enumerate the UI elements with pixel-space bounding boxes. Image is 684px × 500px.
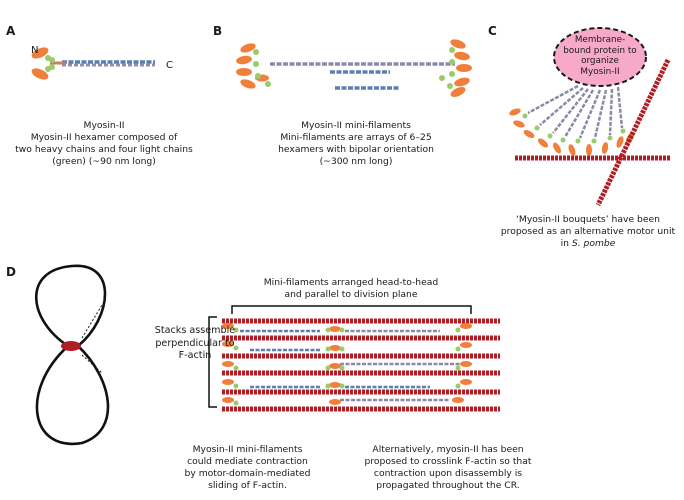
caption-b-title: Myosin-II mini-filaments <box>301 120 411 131</box>
caption-d-right-line: proposed to crosslink F-actin so that <box>364 456 532 467</box>
caption-b: Myosin-II mini-filaments Mini-filaments … <box>234 120 478 168</box>
membrane-line: Myosin-II <box>580 66 620 77</box>
caption-d-left-line: could mediate contraction <box>187 456 308 467</box>
caption-d-left-line: Myosin-II mini-filaments <box>192 444 303 455</box>
caption-b-line: Mini-filaments are arrays of 6–25 <box>280 132 432 143</box>
left-bracket <box>208 316 217 408</box>
myosin-bouquet-icon <box>509 27 671 207</box>
caption-d-right-line: Alternatively, myosin-II has been <box>372 444 524 455</box>
n-terminus-label: N <box>31 45 39 56</box>
top-bracket <box>231 305 472 314</box>
membrane-line: bound protein to <box>563 45 637 56</box>
panel-label-c: C <box>488 24 497 38</box>
panel-label-a: A <box>6 24 16 38</box>
species-name: S. pombe <box>571 238 616 249</box>
membrane-protein-label: Membrane- bound protein to organize Myos… <box>555 35 645 77</box>
caption-a-line: two heavy chains and four light chains <box>15 144 193 155</box>
myosin-hexamer-icon <box>31 47 155 80</box>
caption-c-line: in S. pombe <box>560 238 616 249</box>
membrane-protein-ellipse <box>553 27 647 87</box>
stacks-line: F-actin <box>178 350 212 361</box>
caption-b-line: (~300 nm long) <box>319 156 393 167</box>
caption-d-right-line: contraction upon disassembly is <box>373 468 523 479</box>
stacks-line: Stacks assemble <box>154 325 236 336</box>
caption-a: Myosin-II Myosin-II hexamer composed of … <box>2 120 206 168</box>
caption-d-left: Myosin-II mini-filaments could mediate c… <box>170 444 325 492</box>
caption-d-left-line: by motor-domain-mediated <box>184 468 311 479</box>
stacks-line: perpendicular to <box>155 337 235 349</box>
arrangement-label: Mini-filaments arranged head-to-head and… <box>226 277 476 301</box>
panel-label-b: B <box>213 24 223 38</box>
stacks-label: Stacks assemble perpendicular to F-actin <box>145 325 245 363</box>
caption-b-line: hexamers with bipolar orientation <box>278 144 434 155</box>
caption-a-line: Myosin-II hexamer composed of <box>30 132 178 143</box>
caption-c-line: proposed as an alternative motor unit <box>500 226 676 237</box>
caption-c-line: ‘Myosin-II bouquets’ have been <box>516 214 660 225</box>
caption-a-title: Myosin-II <box>83 120 125 131</box>
mini-filament-icon <box>236 39 472 97</box>
caption-a-line: (green) (~90 nm long) <box>52 156 156 167</box>
c-terminus-label: C <box>166 60 173 71</box>
arrangement-line: Mini-filaments arranged head-to-head <box>263 277 439 288</box>
membrane-line: Membrane- <box>574 35 626 45</box>
caption-c: ‘Myosin-II bouquets’ have been proposed … <box>492 214 684 250</box>
caption-d-left-line: sliding of F-actin. <box>208 480 287 491</box>
caption-d-right-line: propagated throughout the CR. <box>376 480 520 491</box>
arrangement-line: and parallel to division plane <box>284 289 418 300</box>
stacked-minifilaments-icon <box>222 318 500 412</box>
caption-d-right: Alternatively, myosin-II has been propos… <box>342 444 554 492</box>
panel-label-d: D <box>6 265 16 279</box>
membrane-line: organize <box>581 56 619 66</box>
cell-outline-icon <box>35 264 110 446</box>
